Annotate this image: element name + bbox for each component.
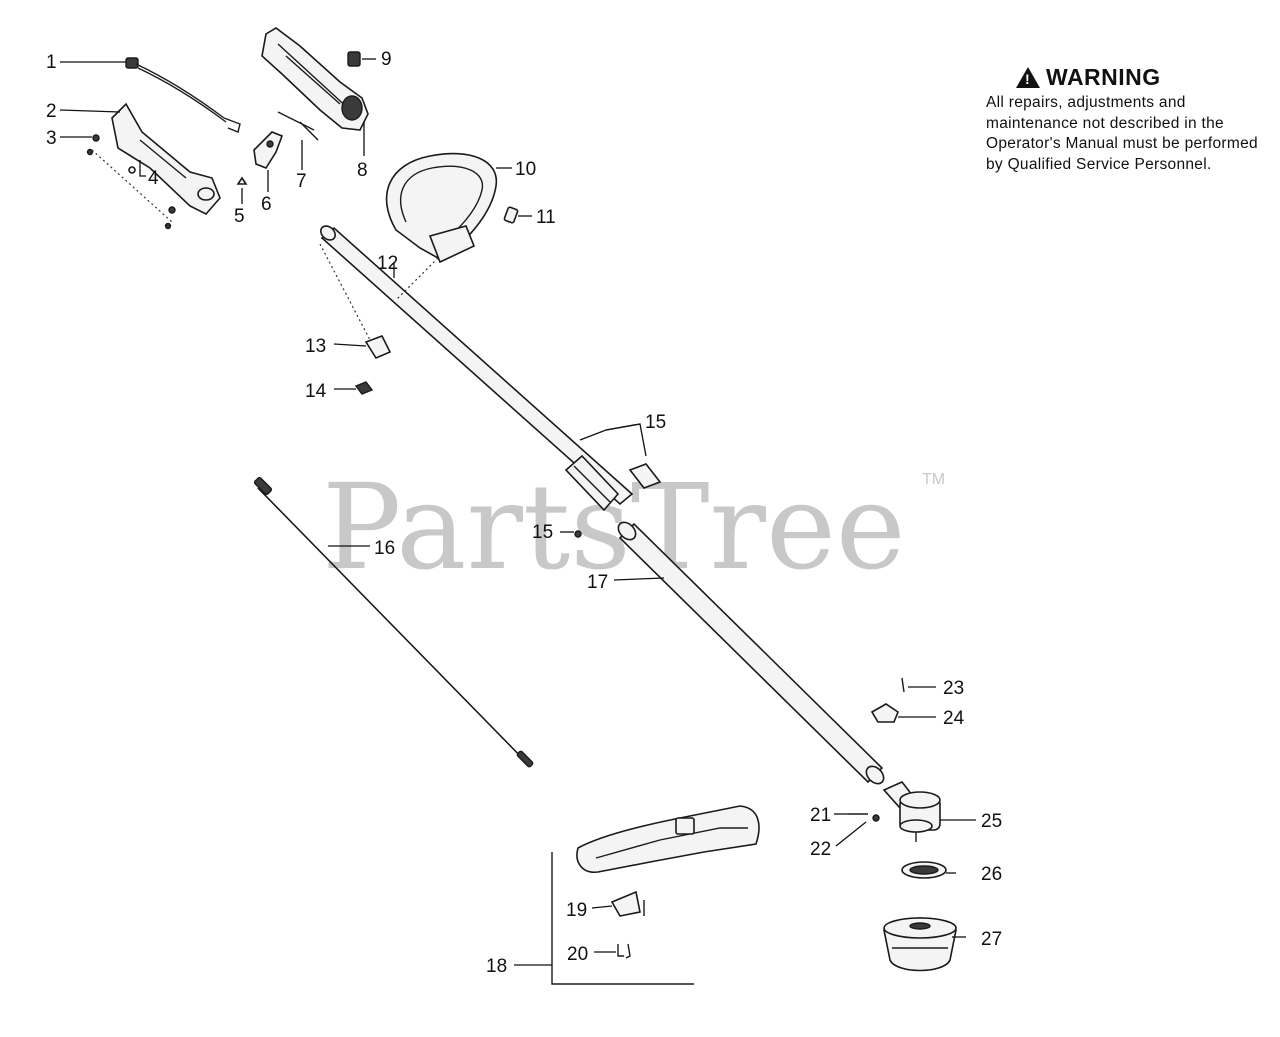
part-26-washer[interactable] bbox=[901, 861, 947, 879]
callout-14: 14 bbox=[305, 381, 327, 402]
part-9-switch[interactable] bbox=[347, 51, 361, 67]
part-12-upper-shaft-tube[interactable] bbox=[318, 223, 634, 506]
part-17-lower-shaft-tube[interactable] bbox=[615, 519, 887, 787]
callout-9: 9 bbox=[381, 49, 392, 70]
part-5-clip[interactable] bbox=[236, 176, 248, 185]
warning-triangle-icon: ! bbox=[1016, 67, 1040, 88]
warning-body-text: All repairs, adjustments and maintenance… bbox=[986, 94, 1258, 173]
part-20-screws[interactable] bbox=[617, 943, 631, 959]
warning-heading: ! WARNING bbox=[1016, 64, 1266, 91]
leader-17 bbox=[613, 577, 665, 581]
part-3-screw[interactable] bbox=[86, 134, 176, 230]
part-24-bracket[interactable] bbox=[870, 703, 899, 723]
callout-21: 21 bbox=[810, 805, 831, 826]
callout-18: 18 bbox=[486, 956, 507, 977]
part-4-pin[interactable] bbox=[128, 166, 136, 174]
callout-26: 26 bbox=[981, 864, 1002, 885]
warning-notice: ! WARNING All repairs, adjustments and m… bbox=[986, 64, 1266, 175]
part-15-coupler[interactable] bbox=[564, 454, 662, 538]
part-13-clamp[interactable] bbox=[364, 334, 392, 360]
leader-13 bbox=[333, 343, 367, 347]
part-10-loop-handle[interactable] bbox=[385, 152, 498, 264]
clamp-alignment-line bbox=[319, 243, 371, 341]
callout-2: 2 bbox=[46, 101, 57, 122]
part-23-screw[interactable] bbox=[901, 677, 905, 693]
callout-15-upper: 15 bbox=[645, 412, 666, 433]
leader-2 bbox=[59, 109, 121, 113]
part-27-trimmer-head[interactable] bbox=[883, 917, 957, 972]
part-25-gear-head[interactable] bbox=[882, 781, 941, 842]
callout-20: 20 bbox=[567, 944, 588, 965]
callout-6: 6 bbox=[261, 194, 272, 215]
callout-15-lower: 15 bbox=[532, 522, 553, 543]
callout-1: 1 bbox=[46, 52, 57, 73]
leader-4 bbox=[139, 160, 146, 177]
part-8-rear-handle[interactable] bbox=[261, 27, 369, 131]
callout-19: 19 bbox=[566, 900, 587, 921]
callout-10: 10 bbox=[515, 159, 536, 180]
callout-23: 23 bbox=[943, 678, 964, 699]
callout-27: 27 bbox=[981, 929, 1002, 950]
part-14-nut[interactable] bbox=[354, 381, 374, 395]
part-18-guard-assembly[interactable] bbox=[551, 805, 760, 985]
leader-15a-1 bbox=[579, 423, 641, 441]
callout-16: 16 bbox=[374, 538, 395, 559]
leader-15a-2 bbox=[605, 423, 647, 457]
callout-7: 7 bbox=[296, 171, 307, 192]
leader-19 bbox=[591, 905, 613, 909]
callout-3: 3 bbox=[46, 128, 57, 149]
loop-alignment-line bbox=[395, 257, 439, 301]
part-22-nut[interactable] bbox=[872, 814, 880, 822]
callout-25: 25 bbox=[981, 811, 1002, 832]
callout-5: 5 bbox=[234, 206, 245, 227]
part-16-drive-shaft[interactable] bbox=[253, 476, 534, 768]
part-11-screw[interactable] bbox=[503, 206, 519, 224]
callout-11: 11 bbox=[536, 207, 556, 228]
part-7-lever[interactable] bbox=[277, 111, 319, 141]
warning-title-text: WARNING bbox=[1046, 64, 1161, 90]
callout-13: 13 bbox=[305, 336, 326, 357]
part-6-trigger[interactable] bbox=[253, 131, 284, 169]
callout-22: 22 bbox=[810, 839, 831, 860]
leader-22 bbox=[835, 821, 867, 847]
callout-17: 17 bbox=[587, 572, 608, 593]
callout-12: 12 bbox=[377, 253, 398, 274]
watermark-trademark: TM bbox=[922, 471, 945, 488]
callout-8: 8 bbox=[357, 160, 368, 181]
part-2-handle-housing[interactable] bbox=[111, 102, 221, 215]
part-19-line-cutter-blade[interactable] bbox=[610, 890, 645, 917]
callout-4: 4 bbox=[148, 168, 159, 189]
callout-24: 24 bbox=[943, 708, 965, 729]
part-1-throttle-cable[interactable] bbox=[125, 57, 241, 133]
